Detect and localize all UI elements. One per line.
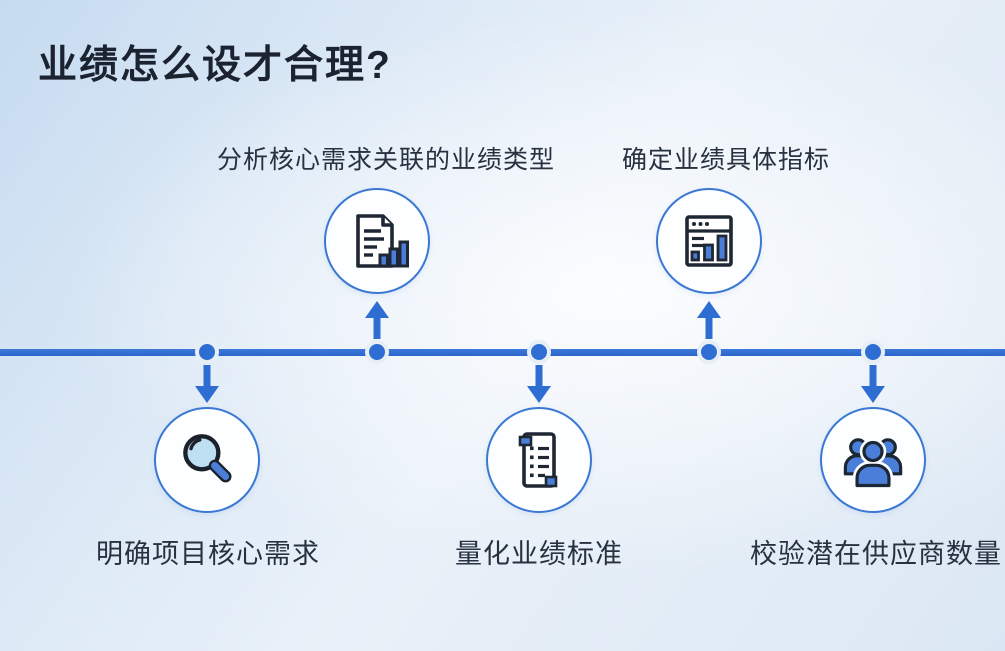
step-label: 明确项目核心需求 [96,539,320,569]
timeline-dot [861,340,885,364]
timeline-dot [527,340,551,364]
step-node-circle [486,407,592,513]
arrow-down-icon [861,365,885,403]
doc-chart-icon [356,214,409,268]
page-title: 业绩怎么设才合理? [38,44,392,87]
people-icon [843,438,903,490]
timeline-dot [365,340,389,364]
step-label: 校验潜在供应商数量 [750,539,1002,569]
timeline-line [0,349,1005,356]
step-node-circle [324,188,430,294]
arrow-up-icon [365,301,389,339]
step-label: 确定业绩具体指标 [621,146,831,174]
report-chart-icon [685,215,733,267]
timeline-dot [195,340,219,364]
step-label: 分析核心需求关联的业绩类型 [216,146,556,174]
magnifier-icon [183,434,232,483]
arrow-down-icon [195,365,219,403]
checklist-icon [518,432,558,488]
step-label: 量化业绩标准 [455,539,623,569]
arrow-down-icon [527,365,551,403]
step-node-circle [656,188,762,294]
step-node-circle [820,407,926,513]
step-node-circle [154,407,260,513]
arrow-up-icon [697,301,721,339]
timeline-dot [697,340,721,364]
